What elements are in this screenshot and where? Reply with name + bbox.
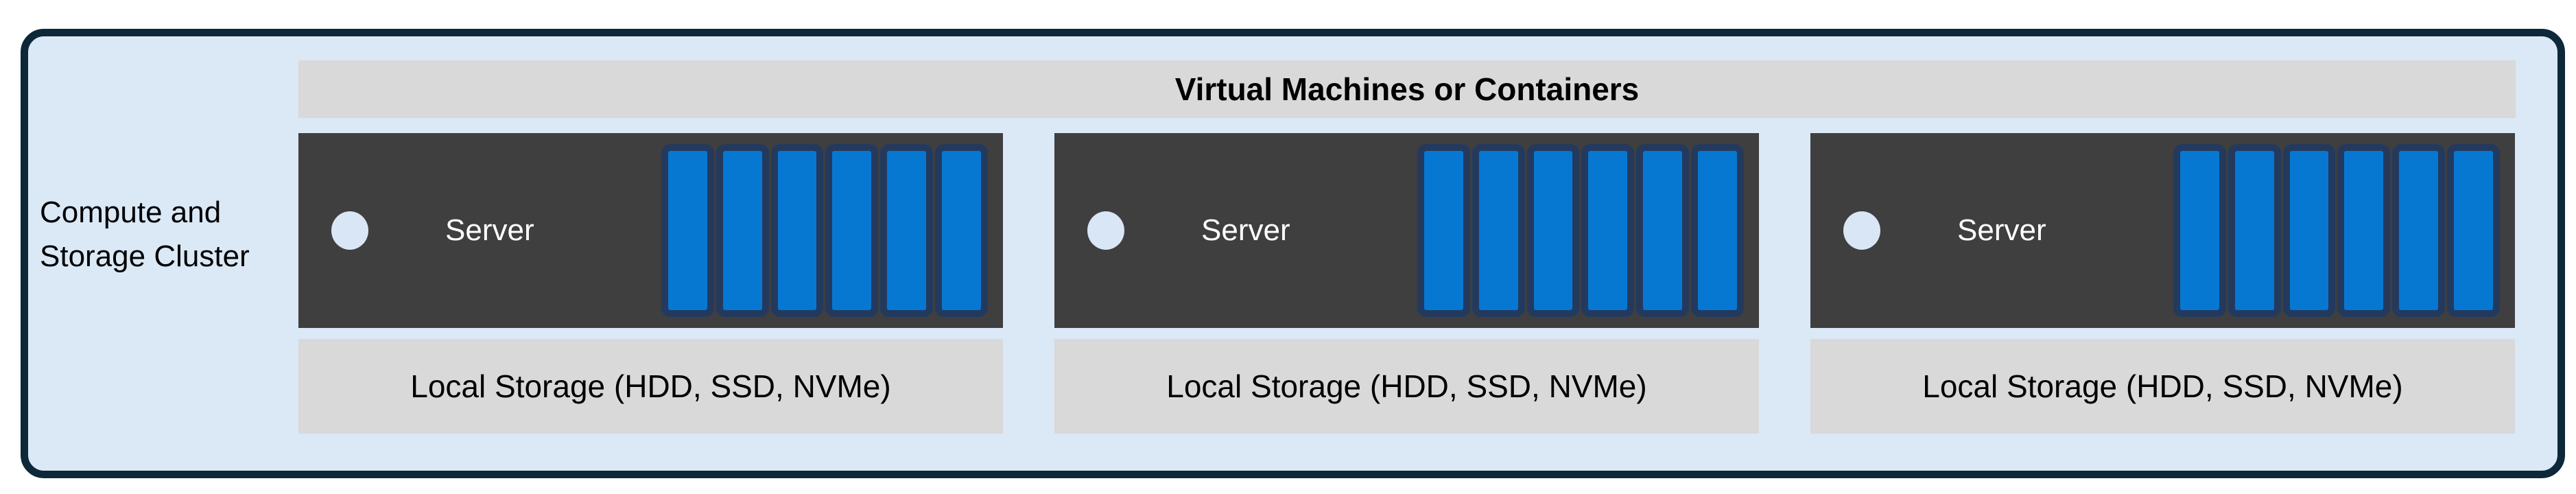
- server-label: Server: [445, 213, 534, 247]
- server-chassis: Server: [1054, 133, 1759, 328]
- power-indicator-icon: [1843, 211, 1880, 250]
- disk-drive-icon: [770, 144, 824, 317]
- disk-array: [1417, 144, 1744, 317]
- server-chassis: Server: [1810, 133, 2515, 328]
- disk-drive-icon: [825, 144, 879, 317]
- vm-containers-header-bar: Virtual Machines or Containers: [298, 60, 2516, 118]
- local-storage-bar: Local Storage (HDD, SSD, NVMe): [298, 339, 1003, 434]
- disk-drive-icon: [2173, 144, 2226, 317]
- disk-drive-icon: [2337, 144, 2391, 317]
- local-storage-bar: Local Storage (HDD, SSD, NVMe): [1810, 339, 2515, 434]
- disk-drive-icon: [716, 144, 769, 317]
- disk-drive-icon: [2447, 144, 2500, 317]
- server-label: Server: [1201, 213, 1290, 247]
- disk-drive-icon: [2392, 144, 2446, 317]
- disk-drive-icon: [1581, 144, 1635, 317]
- disk-drive-icon: [661, 144, 714, 317]
- server-label: Server: [1957, 213, 2046, 247]
- disk-drive-icon: [1472, 144, 1525, 317]
- vm-containers-header-label: Virtual Machines or Containers: [1174, 71, 1640, 107]
- disk-array: [661, 144, 988, 317]
- disk-drive-icon: [1636, 144, 1690, 317]
- disk-drive-icon: [2228, 144, 2281, 317]
- local-storage-bar: Local Storage (HDD, SSD, NVMe): [1054, 339, 1759, 434]
- disk-array: [2173, 144, 2500, 317]
- disk-drive-icon: [935, 144, 988, 317]
- disk-drive-icon: [2282, 144, 2336, 317]
- disk-drive-icon: [880, 144, 934, 317]
- power-indicator-icon: [1087, 211, 1124, 250]
- cluster-label: Compute and Storage Cluster: [40, 196, 250, 273]
- disk-drive-icon: [1691, 144, 1744, 317]
- local-storage-label: Local Storage (HDD, SSD, NVMe): [1922, 368, 2403, 404]
- local-storage-label: Local Storage (HDD, SSD, NVMe): [1166, 368, 1647, 404]
- local-storage-label: Local Storage (HDD, SSD, NVMe): [410, 368, 891, 404]
- disk-drive-icon: [1417, 144, 1470, 317]
- disk-drive-icon: [1526, 144, 1580, 317]
- power-indicator-icon: [331, 211, 368, 250]
- server-chassis: Server: [298, 133, 1003, 328]
